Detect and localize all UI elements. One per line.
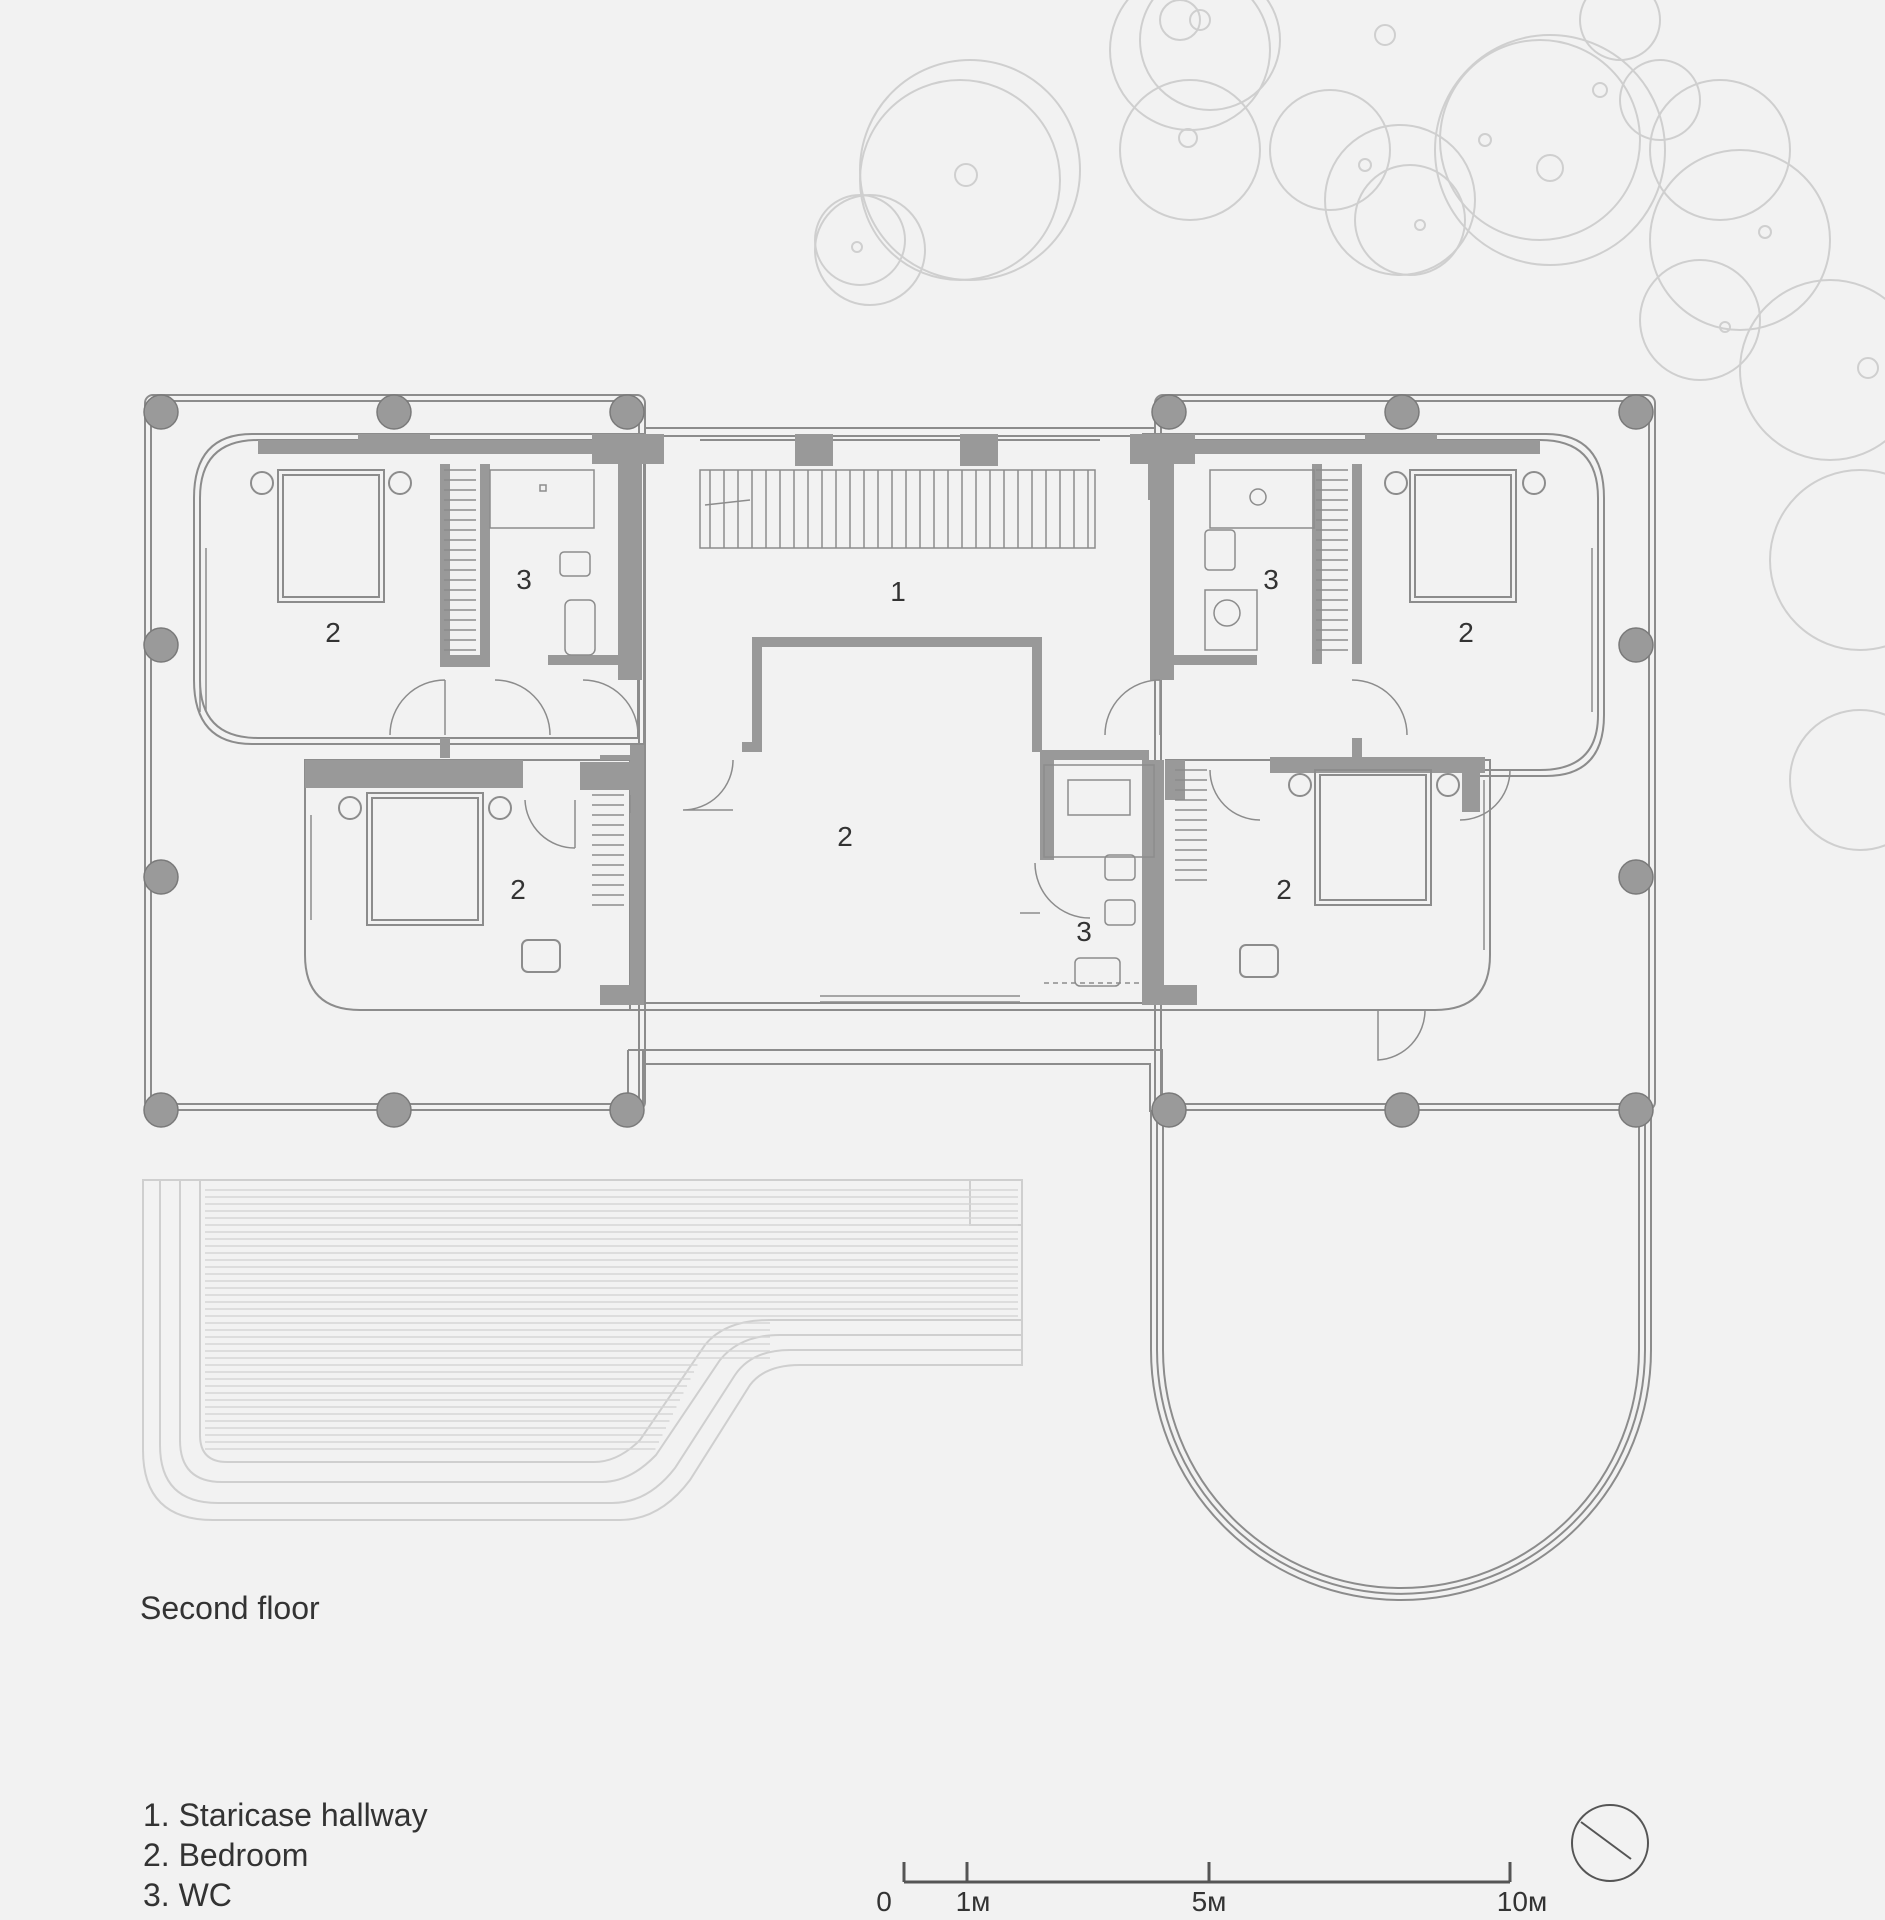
room-label-bedroom-nw: 2 — [325, 617, 341, 648]
room-label-wc-w: 3 — [516, 564, 532, 595]
room-label-bedroom-ne: 2 — [1458, 617, 1474, 648]
north-arrow-icon — [1571, 1804, 1649, 1882]
building-envelope — [193, 433, 1605, 1011]
scale-label-1m: 1м — [955, 1886, 991, 1917]
scale-label-0: 0 — [876, 1886, 892, 1917]
room-label-wc-center: 3 — [1076, 916, 1092, 947]
legend-item: 1. Staricase hallway — [143, 1797, 428, 1833]
wc-fixtures — [489, 469, 1315, 987]
columns — [143, 394, 1654, 1128]
legend: 1. Staricase hallway 2. Bedroom 3. WC — [143, 1795, 428, 1915]
room-label-bedroom-sw: 2 — [510, 874, 526, 905]
floor-title: Second floor — [140, 1590, 320, 1626]
staircase — [699, 469, 1096, 549]
windows — [199, 548, 1599, 1003]
legend-item: 2. Bedroom — [143, 1837, 309, 1873]
pool-water-hatch — [205, 1189, 1018, 1450]
scale-label-5m: 5м — [1191, 1886, 1227, 1917]
room-label-bedroom-center: 2 — [837, 821, 853, 852]
trees-sketch — [814, 0, 1885, 851]
walls — [258, 434, 1540, 1005]
doors — [389, 679, 1511, 1061]
scale-bar — [902, 1862, 1512, 1884]
room-label-hall: 1 — [890, 576, 906, 607]
scale-label-10m: 10м — [1496, 1886, 1548, 1917]
room-label-bedroom-se: 2 — [1276, 874, 1292, 905]
pool-deck — [142, 1179, 1023, 1521]
beds — [250, 469, 1546, 978]
room-label-wc-e: 3 — [1263, 564, 1279, 595]
wardrobes — [444, 469, 1348, 906]
legend-item: 3. WC — [143, 1877, 232, 1913]
